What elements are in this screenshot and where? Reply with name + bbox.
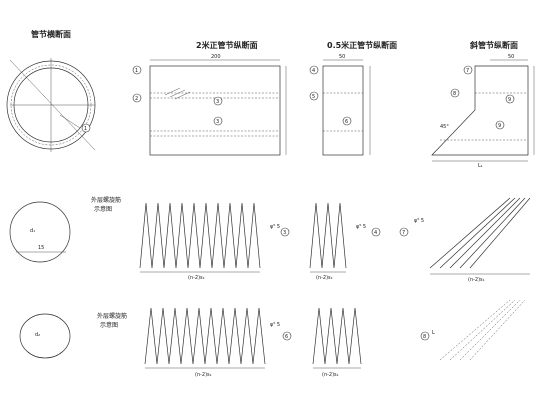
callout-3-row xyxy=(280,227,290,237)
dim-50b: 50 xyxy=(508,54,514,60)
note-outer-spiral-2: 外层螺旋筋 xyxy=(97,312,127,320)
callout-9 xyxy=(505,94,515,104)
callout-6-label: 6 xyxy=(345,119,348,125)
dim-d1: d₁ xyxy=(30,228,35,234)
callout-6 xyxy=(342,116,352,126)
rebar-spec-1: φ⁵ 5 xyxy=(270,224,280,230)
spiral-zigzag-2 xyxy=(309,202,347,269)
callout-7-label: 7 xyxy=(466,68,469,74)
rebar-spec-3: φ⁵ 5 xyxy=(414,218,424,224)
cross-section-view: 1 xyxy=(6,58,96,152)
dim-200: 200 xyxy=(211,54,221,60)
title-0.5m-longitudinal: 0.5米正管节纵断面 xyxy=(327,40,397,50)
callout-2-label: 2 xyxy=(135,96,138,102)
callout-8 xyxy=(450,88,460,98)
callout-7-row xyxy=(399,227,409,237)
skew-rebar-dashed xyxy=(439,299,526,361)
callout-6-row xyxy=(282,331,292,341)
callout-2a-label: 1 xyxy=(135,68,138,74)
callout-1-label: 1 xyxy=(84,126,87,132)
skew-pipe-outline xyxy=(431,65,529,156)
rebar-spec-2: φ⁵ 5 xyxy=(356,224,366,230)
callout-5 xyxy=(309,91,319,101)
spiral-row-2: d₂ 外层螺旋筋 示意图 (n-2)s₁ 6 φ⁵ 5 (n-2)s₁ 8 L xyxy=(19,299,526,378)
row-spacing-2: (n-2)s₁ xyxy=(316,275,333,281)
callout-3 xyxy=(213,96,223,106)
title-2m-longitudinal: 2米正管节纵断面 xyxy=(196,40,258,50)
spiral-circle-1 xyxy=(9,201,71,263)
row-spacing-3: (n-2)s₁ xyxy=(468,277,485,283)
2m-pipe-outline xyxy=(149,65,281,156)
callout-9-label: 9 xyxy=(508,97,511,103)
hatch-mark xyxy=(164,87,191,100)
dim-angle: 45° xyxy=(440,124,449,130)
title-cross-section: 管节横断面 xyxy=(31,29,71,39)
dim-15: 15 xyxy=(38,245,44,251)
callout-3-label: 3 xyxy=(216,99,219,105)
callout-6-row-label: 6 xyxy=(285,334,288,340)
callout-7 xyxy=(463,65,473,75)
row-spacing-1: (n-2)s₁ xyxy=(188,275,205,281)
rebar-L: L xyxy=(432,330,435,336)
callout-8-label: 8 xyxy=(453,91,456,97)
0.5m-pipe-outline xyxy=(322,65,364,156)
title-skew-longitudinal: 斜管节纵断面 xyxy=(469,40,518,50)
note-outer-spiral-1: 外层螺旋筋 xyxy=(91,196,121,204)
leader-line xyxy=(59,114,81,129)
dim-L1: L₁ xyxy=(478,163,483,169)
callout-8-row xyxy=(420,331,430,341)
spiral-zigzag-1 xyxy=(139,202,261,269)
callout-3-row-label: 3 xyxy=(283,230,286,236)
callout-4-row xyxy=(371,227,381,237)
note-diagram-1: 示意图 xyxy=(94,205,112,213)
note-diagram-2: 示意图 xyxy=(100,321,118,329)
skew-longitudinal-view: 50 L₁ 45° 7 8 9 9 xyxy=(431,54,535,169)
2m-longitudinal-view: 200 1 2 3 3 xyxy=(132,54,287,156)
callout-2 xyxy=(132,93,142,103)
callout-8-row-label: 8 xyxy=(423,334,426,340)
0.5m-longitudinal-view: 50 4 5 6 xyxy=(309,54,371,156)
callout-2a xyxy=(132,65,142,75)
row-spacing-5: (n-2)s₁ xyxy=(322,372,339,378)
callout-4-row-label: 4 xyxy=(374,230,377,236)
spiral-circle-2 xyxy=(19,313,71,359)
callout-4-label: 4 xyxy=(312,68,315,74)
spiral-row-1: d₁ 15 外层螺旋筋 示意图 (n-2)s₁ 3 φ⁵ 5 (n-2)s₁ 4… xyxy=(9,196,531,283)
rebar-spec-4: φ⁵ 5 xyxy=(270,322,280,328)
spiral-zigzag-3 xyxy=(144,307,266,365)
callout-4 xyxy=(309,65,319,75)
row-spacing-4: (n-2)s₁ xyxy=(195,372,212,378)
callout-1 xyxy=(81,123,91,133)
callout-7-row-label: 7 xyxy=(402,230,405,236)
spiral-zigzag-4 xyxy=(312,307,362,365)
dim-d2: d₂ xyxy=(35,332,40,338)
skew-rebar-lines xyxy=(429,197,531,269)
callout-9b-label: 9 xyxy=(498,123,501,129)
callout-3b-label: 3 xyxy=(216,119,219,125)
callout-9b xyxy=(495,120,505,130)
callout-5-label: 5 xyxy=(312,94,315,100)
dim-50a: 50 xyxy=(339,54,345,60)
callout-3b xyxy=(213,116,223,126)
